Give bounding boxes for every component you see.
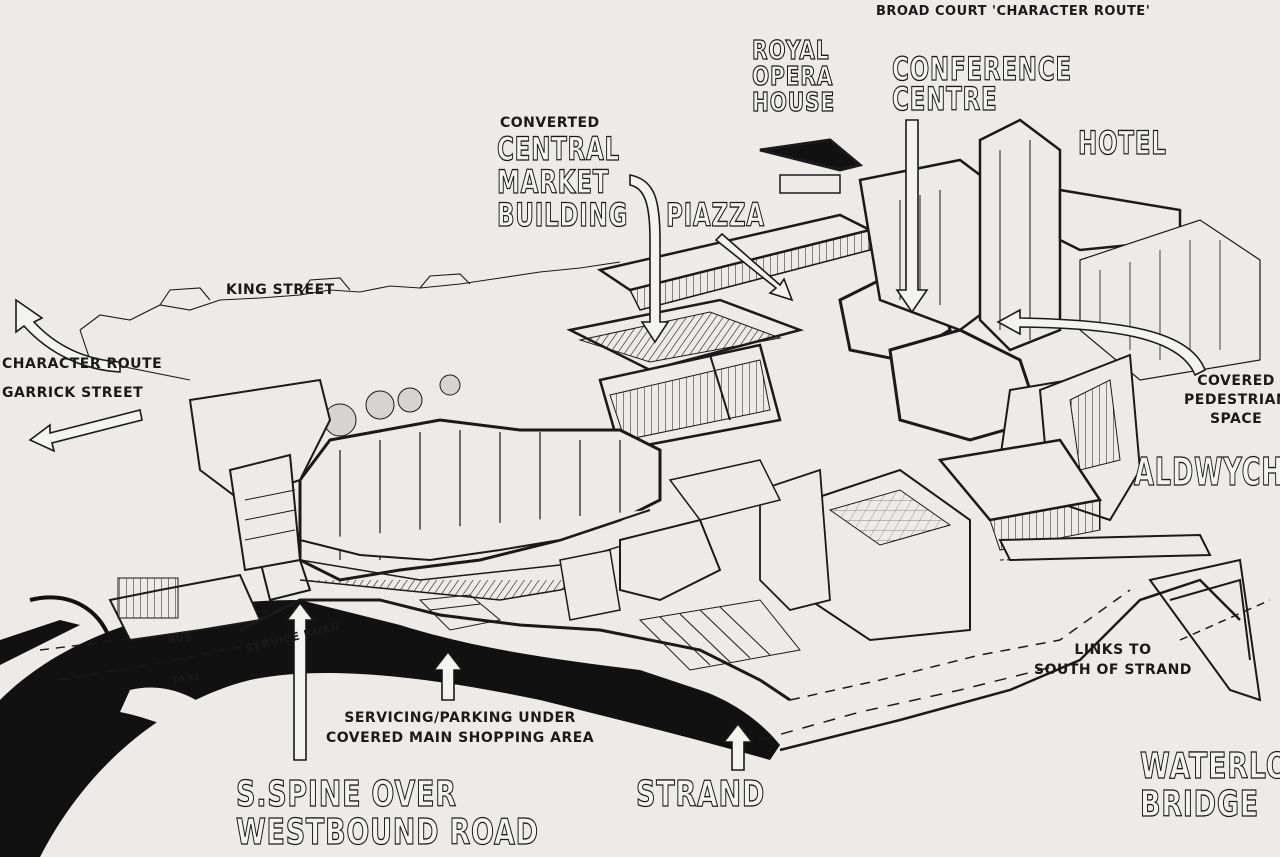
royal-opera-house-line: OPERA xyxy=(751,62,834,92)
garrick-street-block xyxy=(188,378,332,572)
westbound-road xyxy=(0,595,780,857)
piazza-block xyxy=(596,138,874,311)
label-piazza: PIAZZA xyxy=(666,196,765,234)
covered-pedestrian-bridge xyxy=(998,533,1212,562)
covered-pedestrian-line: PEDESTRIAN xyxy=(1184,392,1280,408)
label-aldwych: ALDWYCH xyxy=(1134,450,1280,494)
main-shopping-area xyxy=(258,418,662,602)
label-strand: STRAND xyxy=(636,774,766,815)
links-to-south-line: LINKS TO xyxy=(1074,642,1152,658)
label-bus: BUS xyxy=(167,632,194,647)
label-royal-opera-house: ROYAL OPERA HOUSE xyxy=(751,36,836,118)
label-waterloo-bridge: WATERLOO BRIDGE xyxy=(1140,746,1280,825)
conference-centre xyxy=(838,118,1092,461)
label-garrick-street: GARRICK STREET xyxy=(2,385,144,401)
label-central-market-building: CENTRAL MARKET BUILDING xyxy=(497,130,629,234)
central-market-line: CENTRAL xyxy=(497,130,620,168)
waterloo-bridge-line: BRIDGE xyxy=(1140,784,1259,825)
label-king-street: KING STREET xyxy=(226,282,335,298)
conference-centre-line: CENTRE xyxy=(892,80,998,118)
central-market-line: BUILDING xyxy=(497,196,629,234)
label-conference-centre: CONFERENCE CENTRE xyxy=(892,50,1072,118)
central-market-line: MARKET xyxy=(497,163,610,201)
pointer-arrows xyxy=(15,119,1207,771)
central-market-building xyxy=(566,298,805,452)
service-road-lanes xyxy=(39,573,331,681)
servicing-parking-line: SERVICING/PARKING UNDER xyxy=(344,710,576,726)
label-hotel: HOTEL xyxy=(1078,124,1167,162)
s-spine-line: WESTBOUND ROAD xyxy=(236,812,539,853)
parking-bays xyxy=(418,594,801,671)
s-spine-line: S.SPINE OVER xyxy=(236,774,457,815)
label-links-to-south: LINKS TO SOUTH OF STRAND xyxy=(1034,640,1192,680)
links-to-south-line: SOUTH OF STRAND xyxy=(1034,662,1192,678)
label-converted: CONVERTED xyxy=(500,115,600,131)
strand-road xyxy=(239,558,1271,752)
label-covered-pedestrian-space: COVERED PEDESTRIAN SPACE xyxy=(1184,372,1280,429)
conference-centre-line: CONFERENCE xyxy=(892,50,1072,88)
label-character-route: CHARACTER ROUTE xyxy=(2,356,163,372)
royal-opera-house-line: HOUSE xyxy=(751,88,836,118)
servicing-parking-line: COVERED MAIN SHOPPING AREA xyxy=(326,730,595,746)
covered-pedestrian-line: SPACE xyxy=(1209,411,1263,427)
label-servicing-parking: SERVICING/PARKING UNDER COVERED MAIN SHO… xyxy=(326,708,594,748)
waterloo-bridge-line: WATERLOO xyxy=(1140,746,1280,787)
covered-pedestrian-line: COVERED xyxy=(1197,373,1275,389)
label-s-spine: S.SPINE OVER WESTBOUND ROAD xyxy=(236,774,539,853)
royal-opera-house-line: ROYAL xyxy=(751,36,830,66)
strand-blocks xyxy=(559,438,1103,642)
label-broad-court: BROAD COURT 'CHARACTER ROUTE' xyxy=(876,4,1151,19)
